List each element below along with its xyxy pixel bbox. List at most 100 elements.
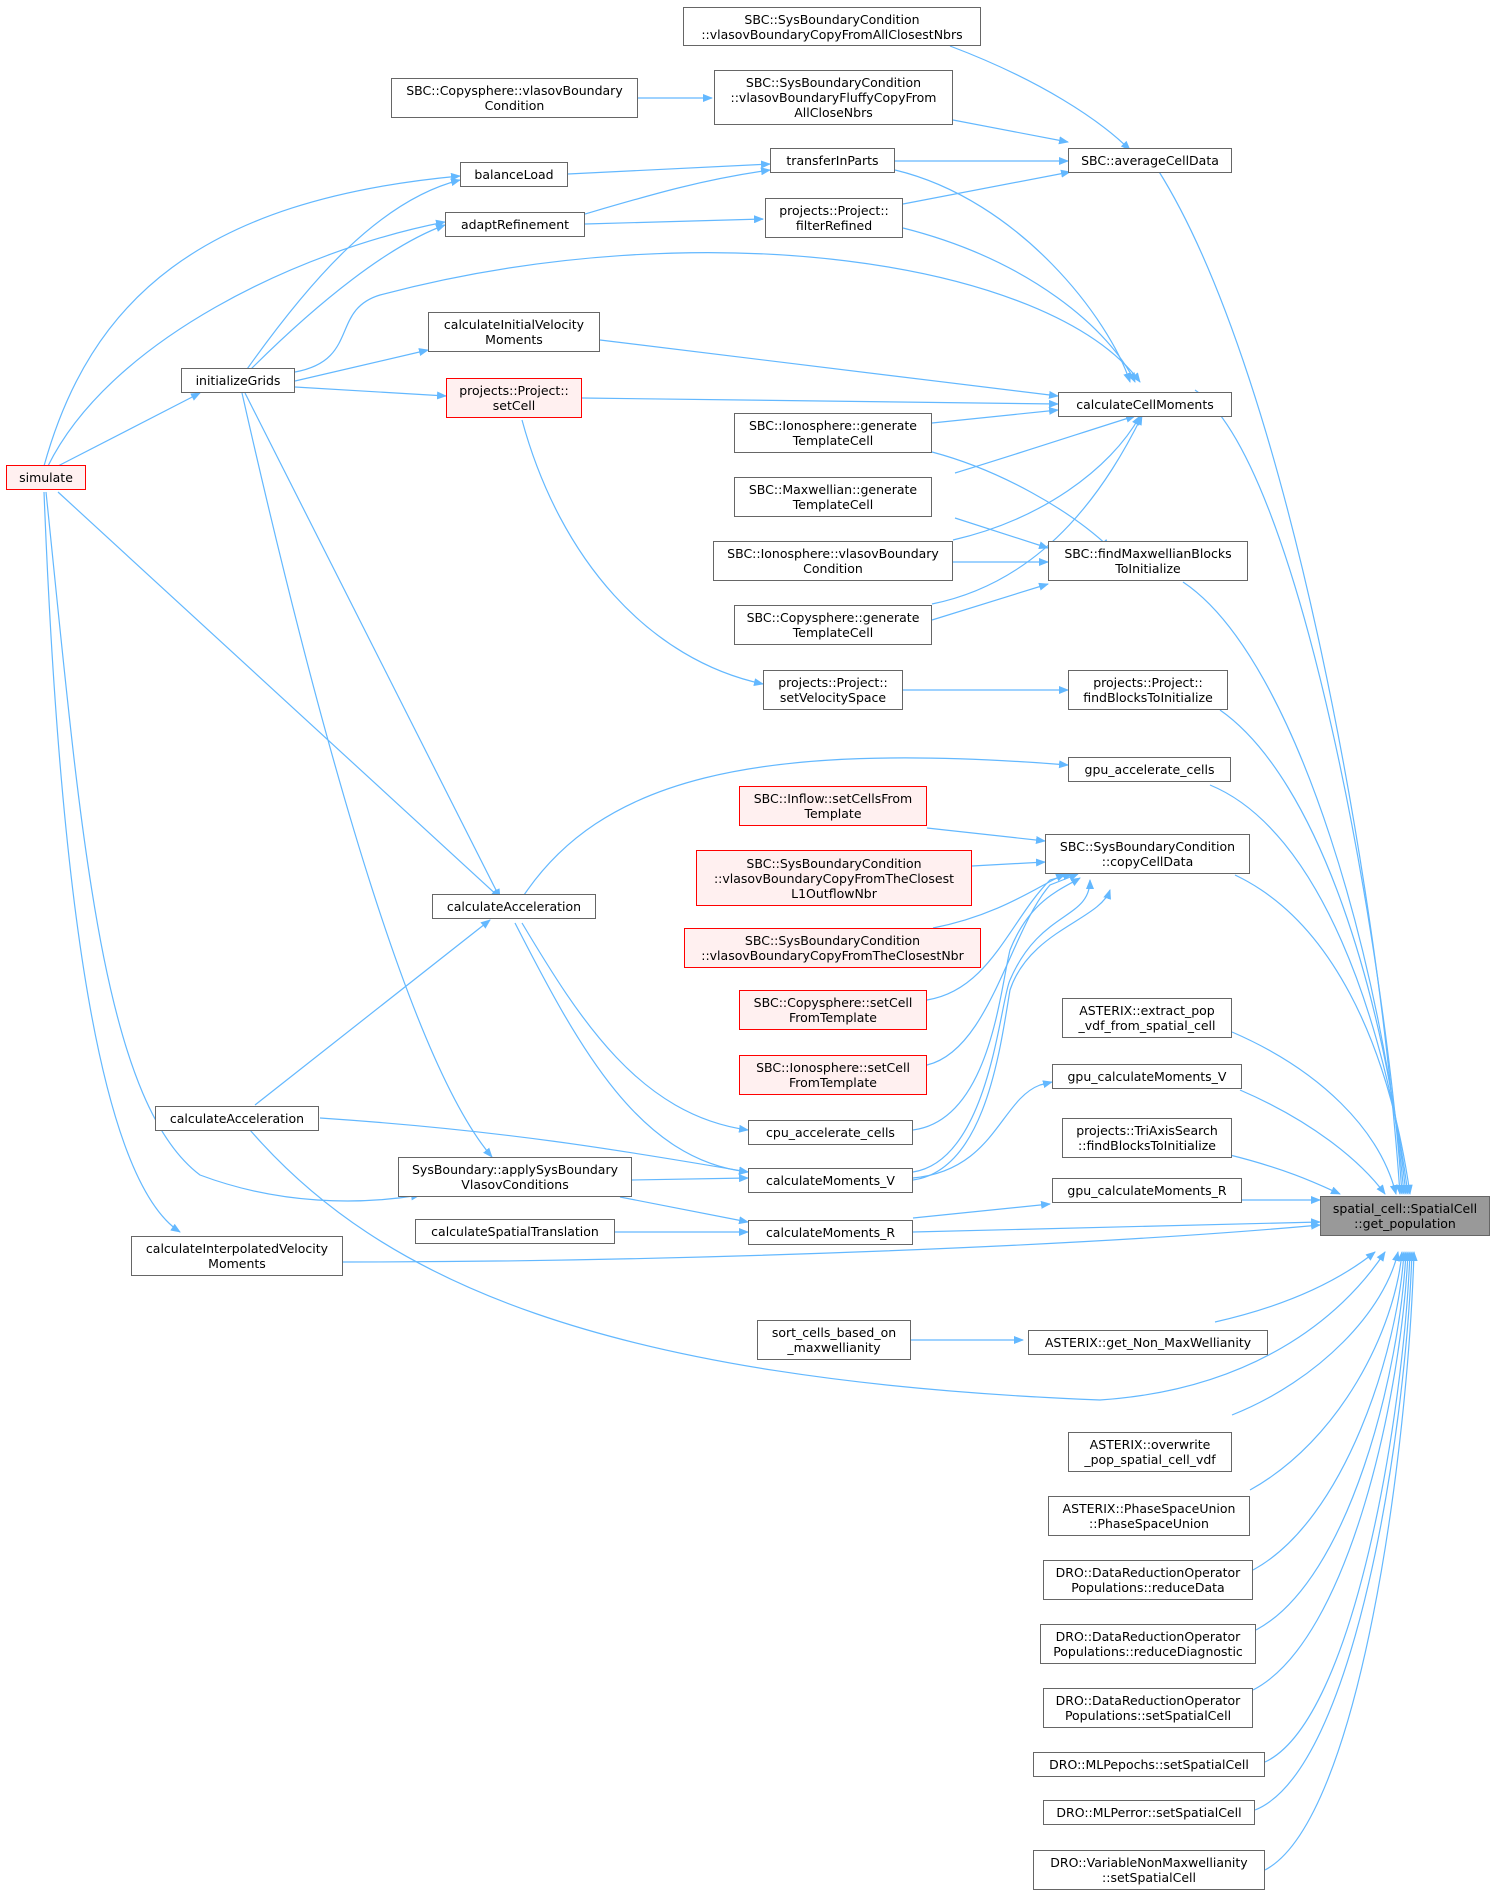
node-label-line: ASTERIX::PhaseSpaceUnion — [1062, 1501, 1236, 1516]
node-cpu-accelerate-cells[interactable]: cpu_accelerate_cells — [748, 1120, 913, 1145]
node-triaxis-find-blocks[interactable]: projects::TriAxisSearch ::findBlocksToIn… — [1062, 1118, 1232, 1158]
edge-calcMoments_R-get_population — [912, 1218, 1321, 1233]
node-label-line: SBC::Ionosphere::setCell — [756, 1060, 910, 1075]
node-calculate-initial-velocity-moments[interactable]: calculateInitialVelocity Moments — [428, 312, 600, 352]
node-asterix-phase-space-union[interactable]: ASTERIX::PhaseSpaceUnion ::PhaseSpaceUni… — [1048, 1496, 1250, 1536]
node-label-line: gpu_calculateMoments_V — [1067, 1069, 1227, 1084]
node-dro-mlperror[interactable]: DRO::MLPerror::setSpatialCell — [1043, 1800, 1255, 1825]
node-copysphere-generate-template-cell[interactable]: SBC::Copysphere::generate TemplateCell — [734, 605, 932, 645]
node-label-line: TemplateCell — [792, 497, 874, 512]
node-maxwellian-generate-template-cell[interactable]: SBC::Maxwellian::generate TemplateCell — [734, 477, 932, 517]
node-asterix-extract-pop-vdf[interactable]: ASTERIX::extract_pop _vdf_from_spatial_c… — [1062, 998, 1232, 1038]
node-label-line: simulate — [19, 470, 73, 485]
edge-dro_setSpatial-get_population — [1252, 1251, 1412, 1691]
node-label-line: calculateInterpolatedVelocity — [145, 1241, 329, 1256]
edge-simulate-calcAccel_mid — [57, 491, 501, 899]
node-sbc-average-cell-data[interactable]: SBC::averageCellData — [1068, 148, 1232, 173]
edge-dro_mlpepochs-get_population — [1264, 1251, 1414, 1763]
edge-initializeGrids-calcAccel_mid — [244, 392, 501, 899]
edge-maxwellian_genTemplate-calculateCellMoments — [954, 414, 1136, 474]
node-label-line: cpu_accelerate_cells — [766, 1125, 895, 1140]
node-label-line: _maxwellianity — [787, 1340, 881, 1355]
node-label-line: calculateSpatialTranslation — [431, 1224, 599, 1239]
edge-applySysBoundary-calcMoments_R — [619, 1196, 749, 1225]
node-label-line: ASTERIX::extract_pop — [1079, 1003, 1215, 1018]
node-gpu-accelerate-cells[interactable]: gpu_accelerate_cells — [1068, 757, 1231, 782]
node-gpu-calculate-moments-v[interactable]: gpu_calculateMoments_V — [1052, 1064, 1242, 1089]
edge-calcMoments_R-gpu_calcMoments_R — [912, 1200, 1051, 1219]
node-sbc-copy-cell-data[interactable]: SBC::SysBoundaryCondition ::copyCellData — [1045, 834, 1250, 874]
edge-asterix_overwrite-get_population — [1231, 1251, 1400, 1416]
edge-calcAccel_mid-calcMoments_V — [514, 922, 749, 1175]
node-label-line: projects::Project:: — [459, 383, 569, 398]
node-apply-sys-boundary-vlasov[interactable]: SysBoundary::applySysBoundary VlasovCond… — [398, 1157, 632, 1197]
node-dro-mlpepochs[interactable]: DRO::MLPepochs::setSpatialCell — [1033, 1752, 1265, 1777]
node-project-set-cell[interactable]: projects::Project:: setCell — [446, 378, 582, 418]
node-label-line: spatial_cell::SpatialCell — [1332, 1201, 1478, 1216]
node-balance-load[interactable]: balanceLoad — [460, 162, 568, 187]
edge-setCell-calculateCellMoments — [581, 397, 1059, 408]
node-inflow-set-cells-from-template[interactable]: SBC::Inflow::setCellsFrom Template — [739, 786, 927, 826]
node-label-line: VlasovConditions — [461, 1177, 569, 1192]
node-calculate-interpolated-velocity-moments[interactable]: calculateInterpolatedVelocity Moments — [131, 1236, 343, 1276]
node-ionosphere-generate-template-cell[interactable]: SBC::Ionosphere::generate TemplateCell — [734, 413, 932, 453]
node-calculate-cell-moments[interactable]: calculateCellMoments — [1058, 392, 1232, 417]
node-project-find-blocks-to-initialize[interactable]: projects::Project:: findBlocksToInitiali… — [1068, 670, 1228, 710]
node-dro-variable-non-maxwellianity[interactable]: DRO::VariableNonMaxwellianity ::setSpati… — [1033, 1850, 1265, 1890]
node-label-line: filterRefined — [795, 218, 873, 233]
edge-initializeGrids-calcInitVelMoments — [294, 348, 429, 382]
node-project-filter-refined[interactable]: projects::Project:: filterRefined — [765, 198, 903, 238]
node-label-line: Moments — [208, 1256, 266, 1271]
node-calculate-moments-v[interactable]: calculateMoments_V — [748, 1168, 913, 1193]
node-calculate-moments-r[interactable]: calculateMoments_R — [748, 1220, 913, 1245]
node-label-line: Populations::reduceData — [1071, 1580, 1225, 1595]
edge-calcInitVelMoments-calculateCellMoments — [599, 339, 1059, 399]
node-label-line: FromTemplate — [788, 1010, 877, 1025]
node-sort-cells-based-on-maxwellianity[interactable]: sort_cells_based_on _maxwellianity — [757, 1320, 911, 1360]
node-calculate-spatial-translation[interactable]: calculateSpatialTranslation — [415, 1219, 615, 1244]
node-initialize-grids[interactable]: initializeGrids — [181, 368, 295, 393]
node-label-line: Condition — [803, 561, 863, 576]
node-asterix-get-non-maxwellianity[interactable]: ASTERIX::get_Non_MaxWellianity — [1028, 1330, 1268, 1355]
node-sbc-find-maxwellian-blocks[interactable]: SBC::findMaxwellianBlocks ToInitialize — [1048, 541, 1248, 581]
node-dro-set-spatial-cell[interactable]: DRO::DataReductionOperator Populations::… — [1043, 1688, 1253, 1728]
node-adapt-refinement[interactable]: adaptRefinement — [445, 212, 585, 237]
edge-copysphere_setCell-sbc_copyCellData — [926, 872, 1073, 1001]
edge-simulate-applySysBoundary — [45, 491, 421, 1202]
node-label-line: balanceLoad — [474, 167, 554, 182]
edge-simulate-calcInterpVelMoments — [43, 491, 181, 1233]
node-calculate-acceleration-mid[interactable]: calculateAcceleration — [432, 894, 596, 919]
node-dro-reduce-diagnostic[interactable]: DRO::DataReductionOperator Populations::… — [1040, 1624, 1256, 1664]
edge-calcAccel_left-get_population — [249, 1129, 1386, 1401]
node-label-line: transferInParts — [786, 153, 879, 168]
node-label-line: TemplateCell — [792, 433, 874, 448]
node-label-line: findBlocksToInitialize — [1083, 690, 1213, 705]
node-calculate-acceleration-left[interactable]: calculateAcceleration — [155, 1106, 319, 1131]
node-sbc-fluffy-copy[interactable]: SBC::SysBoundaryCondition ::vlasovBounda… — [714, 70, 953, 125]
node-label-line: projects::Project:: — [779, 203, 889, 218]
node-sbc-copy-from-all-closest-nbrs[interactable]: SBC::SysBoundaryCondition ::vlasovBounda… — [683, 7, 981, 46]
node-label-line: DRO::VariableNonMaxwellianity — [1050, 1855, 1248, 1870]
node-simulate[interactable]: simulate — [6, 465, 86, 490]
node-label-line: ::vlasovBoundaryFluffyCopyFrom — [730, 90, 937, 105]
edge-cpu_accelerate_cells-sbc_copyCellData — [912, 877, 1081, 1131]
node-copysphere-vlasov-boundary-condition[interactable]: SBC::Copysphere::vlasovBoundary Conditio… — [391, 78, 638, 118]
edge-applySysBoundary-calcMoments_V — [631, 1174, 749, 1183]
node-transfer-in-parts[interactable]: transferInParts — [770, 148, 895, 173]
node-ionosphere-set-cell-from-template[interactable]: SBC::Ionosphere::setCell FromTemplate — [739, 1055, 927, 1095]
node-sbc-copy-from-closest-nbr[interactable]: SBC::SysBoundaryCondition ::vlasovBounda… — [684, 928, 981, 968]
edge-asterix_extract-get_population — [1231, 1031, 1398, 1195]
node-copysphere-set-cell-from-template[interactable]: SBC::Copysphere::setCell FromTemplate — [739, 990, 927, 1030]
edge-dro_reduceData-get_population — [1252, 1251, 1408, 1571]
node-project-set-velocity-space[interactable]: projects::Project:: setVelocitySpace — [763, 670, 903, 710]
edge-ionosphere_genTemplate-findMaxwellianBlocks — [931, 451, 1111, 549]
node-label-line: ::PhaseSpaceUnion — [1089, 1516, 1209, 1531]
node-sbc-copy-from-closest-l1[interactable]: SBC::SysBoundaryCondition ::vlasovBounda… — [696, 850, 972, 906]
node-asterix-overwrite-pop-vdf[interactable]: ASTERIX::overwrite _pop_spatial_cell_vdf — [1068, 1432, 1232, 1472]
node-gpu-calculate-moments-r[interactable]: gpu_calculateMoments_R — [1052, 1178, 1242, 1203]
node-label-line: adaptRefinement — [460, 217, 570, 232]
node-dro-reduce-data[interactable]: DRO::DataReductionOperator Populations::… — [1043, 1560, 1253, 1600]
edge-project_findBlocks-get_population — [1219, 709, 1410, 1195]
node-ionosphere-vlasov-boundary-condition[interactable]: SBC::Ionosphere::vlasovBoundary Conditio… — [713, 541, 953, 581]
